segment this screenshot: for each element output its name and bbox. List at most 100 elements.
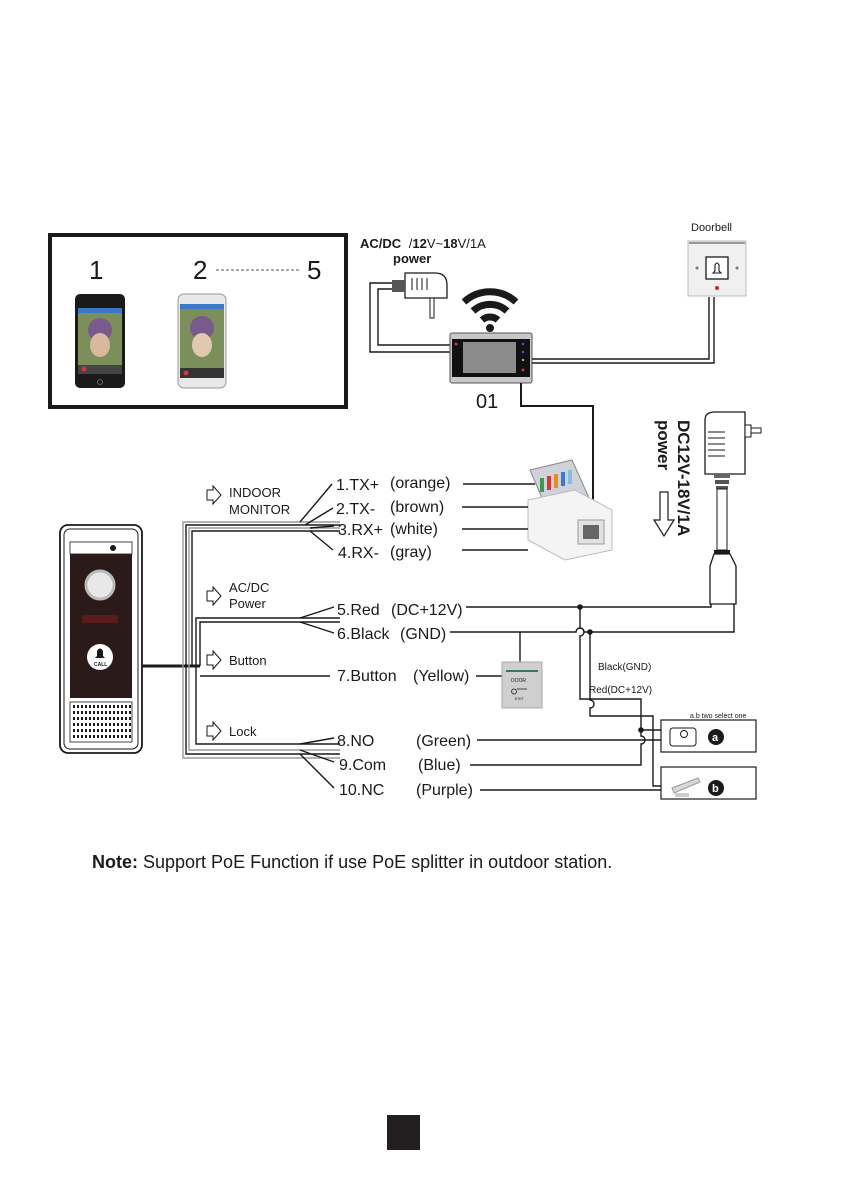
arrow-right-icon bbox=[206, 649, 222, 671]
phone-label-5: 5 bbox=[307, 255, 321, 285]
svg-text:Lock: Lock bbox=[229, 724, 257, 739]
wire-10-color: (Purple) bbox=[416, 782, 473, 799]
arrow-right-icon bbox=[206, 720, 222, 742]
wire-9-pin: 9.Com bbox=[339, 757, 386, 774]
grille-dot bbox=[85, 723, 87, 726]
grille-dot bbox=[109, 717, 111, 720]
grille-dot bbox=[109, 729, 111, 732]
wire-4-color: (gray) bbox=[390, 544, 432, 561]
wire-4-pin: 4.RX- bbox=[338, 545, 379, 562]
grille-dot bbox=[81, 729, 83, 732]
power-plug-icon bbox=[392, 272, 448, 319]
red-dc-label: Red(DC+12V) bbox=[589, 685, 652, 696]
grille-dot bbox=[121, 717, 123, 720]
grille-dot bbox=[113, 705, 115, 708]
grille-dot bbox=[125, 711, 127, 714]
grille-dot bbox=[89, 735, 91, 738]
grille-dot bbox=[125, 729, 127, 732]
power-adapter-title: AC/DC /12V~18V/1A bbox=[360, 236, 486, 251]
wire-8-color: (Green) bbox=[416, 733, 471, 750]
wire-9-color: (Blue) bbox=[418, 757, 461, 774]
grille-dot bbox=[101, 711, 103, 714]
grille-dot bbox=[105, 729, 107, 732]
grille-dot bbox=[109, 711, 111, 714]
grille-dot bbox=[77, 723, 79, 726]
wifi-icon bbox=[461, 288, 519, 332]
wire-6-pin: 6.Black bbox=[337, 626, 390, 643]
outdoor-station: CALL bbox=[59, 524, 143, 754]
select-note: a.b two select one bbox=[690, 713, 747, 720]
wire-5-pin: 5.Red bbox=[337, 602, 380, 619]
grille-dot bbox=[129, 723, 131, 726]
doorbell: Doorbell bbox=[687, 222, 747, 297]
doorbell-label: Doorbell bbox=[691, 222, 732, 234]
grille-dot bbox=[113, 735, 115, 738]
note-prefix: Note: bbox=[92, 852, 138, 872]
grille-dot bbox=[117, 735, 119, 738]
grille-dot bbox=[81, 735, 83, 738]
grille-dot bbox=[101, 723, 103, 726]
grille-dot bbox=[109, 735, 111, 738]
fan-out-lines bbox=[299, 483, 335, 789]
grille-dot bbox=[97, 711, 99, 714]
grille-dot bbox=[117, 717, 119, 720]
grille-dot bbox=[105, 717, 107, 720]
svg-text:Power: Power bbox=[229, 596, 267, 611]
grille-dot bbox=[129, 735, 131, 738]
wire-5-color: (DC+12V) bbox=[391, 602, 463, 619]
grille-dot bbox=[73, 711, 75, 714]
grille-dot bbox=[121, 705, 123, 708]
wire-1-pin: 1.TX+ bbox=[336, 477, 379, 494]
grille-dot bbox=[113, 717, 115, 720]
top-power-adapter: AC/DC /12V~18V/1A power bbox=[360, 236, 486, 353]
grille-dot bbox=[121, 729, 123, 732]
grille-dot bbox=[85, 705, 87, 708]
grille-dot bbox=[73, 705, 75, 708]
grille-dot bbox=[109, 723, 111, 726]
svg-text:MONITOR: MONITOR bbox=[229, 502, 290, 517]
power-adapter-subtitle: power bbox=[393, 251, 431, 266]
group-label-ac-dc-power: AC/DC Power bbox=[206, 580, 269, 611]
arrow-down-icon bbox=[652, 491, 676, 538]
grille-dot bbox=[109, 705, 111, 708]
grille-dot bbox=[113, 723, 115, 726]
grille-dot bbox=[117, 705, 119, 708]
grille-dot bbox=[93, 705, 95, 708]
grille-dot bbox=[125, 717, 127, 720]
grille-dot bbox=[113, 729, 115, 732]
grille-dot bbox=[77, 729, 79, 732]
grille-dot bbox=[113, 711, 115, 714]
phones-panel: 1 2 5 bbox=[48, 233, 348, 409]
wire-3-color: (white) bbox=[390, 521, 438, 538]
wire-7-color: (Yellow) bbox=[413, 668, 469, 685]
wire-10-pin: 10.NC bbox=[339, 782, 384, 799]
phone-label-1: 1 bbox=[89, 255, 103, 285]
phone-label-2: 2 bbox=[193, 255, 207, 285]
wire-7-pin: 7.Button bbox=[337, 668, 397, 685]
speaker-grille bbox=[73, 705, 131, 738]
grille-dot bbox=[105, 735, 107, 738]
page-number-block bbox=[387, 1115, 420, 1150]
grille-dot bbox=[101, 705, 103, 708]
grille-dot bbox=[77, 717, 79, 720]
arrow-right-icon bbox=[206, 585, 222, 607]
grille-dot bbox=[73, 735, 75, 738]
grille-dot bbox=[129, 711, 131, 714]
svg-text:EXIT: EXIT bbox=[515, 696, 524, 701]
poe-note: Note: Support PoE Function if use PoE sp… bbox=[92, 852, 612, 873]
grille-dot bbox=[105, 705, 107, 708]
svg-text:INDOOR: INDOOR bbox=[229, 485, 281, 500]
grille-dot bbox=[93, 717, 95, 720]
grille-dot bbox=[73, 729, 75, 732]
wire-labels: 1.TX+ (orange) 2.TX- (brown) 3.RX+ (whit… bbox=[336, 475, 473, 799]
grille-dot bbox=[89, 729, 91, 732]
grille-dot bbox=[93, 735, 95, 738]
wire-leads: Black(GND) Red(DC+12V) bbox=[450, 483, 735, 791]
android-phone-icon bbox=[177, 293, 227, 389]
grille-dot bbox=[73, 723, 75, 726]
grille-dot bbox=[105, 711, 107, 714]
grille-dot bbox=[121, 735, 123, 738]
grille-dot bbox=[77, 705, 79, 708]
note-text: Support PoE Function if use PoE splitter… bbox=[138, 852, 613, 872]
call-bell-icon bbox=[95, 648, 105, 658]
